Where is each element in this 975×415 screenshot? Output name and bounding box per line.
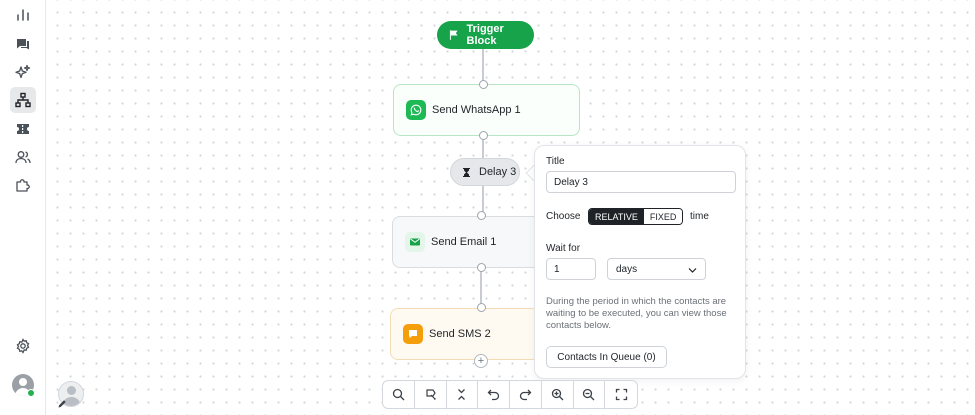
relative-option[interactable]: RELATIVE [589,209,644,224]
locate-button[interactable] [415,381,447,408]
email-icon [405,232,425,252]
chat-icon [17,39,29,50]
send-sms-node[interactable]: Send SMS 2 [390,308,540,360]
settings-icon [16,338,30,354]
canvas-toolbar [382,380,638,409]
fullscreen-icon [615,388,627,401]
undo-icon [487,389,500,401]
wait-unit-value: days [616,263,638,275]
locate-icon [426,389,436,400]
choose-label: Choose [546,211,581,222]
collapse-button[interactable] [447,381,479,408]
integrations-button[interactable] [10,172,36,198]
search-icon [392,388,405,401]
delay-node[interactable]: Delay 3 [450,158,520,186]
fullscreen-button[interactable] [605,381,637,408]
input-port[interactable] [477,211,486,220]
trigger-block[interactable]: Trigger Block [437,21,534,49]
zoom-in-button[interactable] [542,381,574,408]
hourglass-icon [463,167,470,177]
output-port[interactable] [477,263,486,272]
add-step-button[interactable]: + [474,354,488,368]
ai-button[interactable] [10,59,36,85]
queue-description: During the period in which the contacts … [546,296,727,331]
whatsapp-icon [406,100,426,120]
zoom-in-icon [551,388,564,401]
contacts-icon [15,151,31,164]
input-port[interactable] [477,303,486,312]
tickets-button[interactable] [10,116,36,142]
title-label: Title [546,156,565,167]
trigger-label: Trigger Block [466,23,504,47]
flow-icon [15,92,31,108]
sparkles-icon [15,64,31,79]
mode-toggle: RELATIVE FIXED [588,208,684,225]
contacts-in-queue-button[interactable]: Contacts In Queue (0) [546,346,667,368]
undo-button[interactable] [478,381,510,408]
input-port[interactable] [479,80,488,89]
zoom-out-button[interactable] [574,381,606,408]
delay-settings-panel: Title Delay 3 Choose RELATIVE FIXED time… [534,145,746,379]
wait-amount-input[interactable]: 1 [546,258,596,280]
online-status-dot [27,389,35,397]
search-button[interactable] [383,381,415,408]
contacts-button[interactable] [10,144,36,170]
node-label: Send Email 1 [431,236,497,248]
sidebar [0,0,46,415]
send-email-node[interactable]: Send Email 1 [392,216,542,268]
fixed-option[interactable]: FIXED [643,209,683,224]
node-label: Send WhatsApp 1 [432,104,521,116]
node-label: Send SMS 2 [429,328,491,340]
wait-unit-select[interactable]: days [607,258,706,280]
redo-button[interactable] [510,381,542,408]
flows-button[interactable] [10,87,36,113]
analytics-button[interactable] [10,2,36,28]
redo-icon [519,389,532,401]
time-label: time [690,211,709,222]
sms-icon [403,324,423,344]
chevron-down-icon [688,268,697,273]
output-port[interactable] [479,131,488,140]
title-input[interactable]: Delay 3 [546,171,736,193]
pencil-icon [58,400,66,408]
wait-for-label: Wait for [546,243,581,254]
flag-icon [449,30,458,40]
send-whatsapp-node[interactable]: Send WhatsApp 1 [393,84,580,136]
analytics-icon [17,9,29,21]
collapse-icon [458,389,466,400]
puzzle-icon [16,179,30,192]
zoom-out-icon [583,388,595,401]
ticket-icon [17,124,29,134]
settings-button[interactable] [10,333,36,359]
chat-button[interactable] [10,31,36,57]
node-label: Delay 3 [479,166,517,178]
